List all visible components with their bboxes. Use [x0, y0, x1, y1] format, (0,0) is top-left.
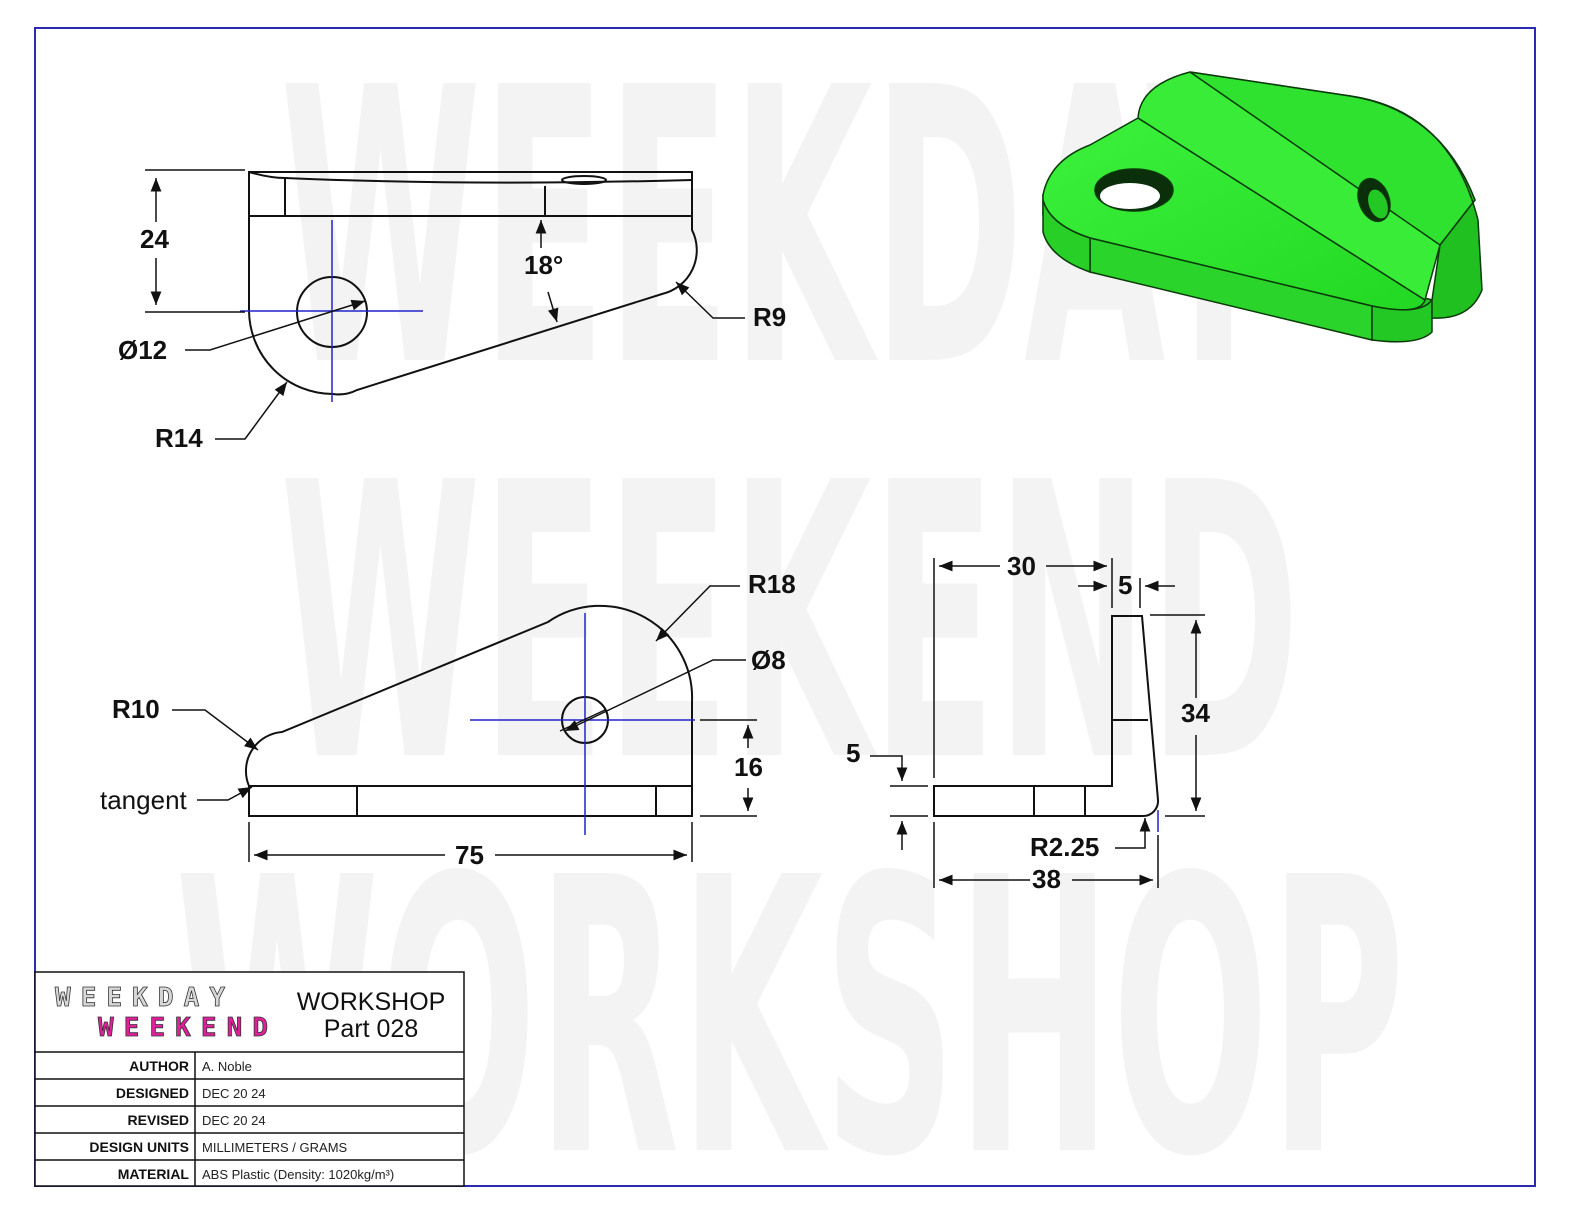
tb-label-design-units: DESIGN UNITS: [89, 1139, 189, 1155]
tb-value-author: A. Noble: [202, 1059, 252, 1074]
top-view-dimensions: [145, 169, 745, 440]
title-line2: Part 028: [324, 1015, 419, 1043]
tb-label-designed: DESIGNED: [116, 1085, 189, 1101]
dim-front-radius-left: R10: [112, 694, 160, 724]
dim-top-height: 24: [140, 224, 169, 254]
dim-front-hole: Ø8: [751, 645, 786, 675]
dim-top-hole: Ø12: [118, 335, 167, 365]
title-line1: WORKSHOP: [297, 988, 446, 1016]
dim-side-height: 34: [1181, 698, 1210, 728]
logo-line2: WEEKEND: [98, 1013, 268, 1043]
dim-side-base-thickness: 5: [846, 738, 860, 768]
logo-line1: WEEKDAY: [55, 983, 225, 1013]
tb-value-design-units: MILLIMETERS / GRAMS: [202, 1140, 348, 1155]
tb-value-material: ABS Plastic (Density: 1020kg/m³): [202, 1167, 394, 1182]
tb-value-designed: DEC 20 24: [202, 1086, 266, 1101]
watermark-line2: WEEKEND: [280, 402, 1300, 845]
dim-top-radius-right: R9: [753, 302, 786, 332]
label-tangent: tangent: [100, 785, 188, 815]
dim-top-angle: 18°: [524, 250, 563, 280]
tb-label-revised: REVISED: [128, 1112, 189, 1128]
dim-front-height: 16: [734, 752, 763, 782]
dim-front-radius-top: R18: [748, 569, 796, 599]
tb-label-author: AUTHOR: [129, 1058, 189, 1074]
dim-side-thickness-top: 5: [1118, 570, 1132, 600]
side-view: [933, 615, 1160, 818]
dim-side-fillet: R2.25: [1030, 832, 1099, 862]
watermark: WEEKDAY WEEKEND WORKSHOP: [175, 7, 1405, 1226]
title-block-logo: WEEKDAY WEEKEND: [55, 983, 269, 1044]
isometric-model: [1042, 71, 1483, 343]
tb-value-revised: DEC 20 24: [202, 1113, 266, 1128]
tb-label-material: MATERIAL: [118, 1166, 190, 1182]
dim-side-width-bottom: 38: [1032, 864, 1061, 894]
dim-front-length: 75: [455, 840, 484, 870]
title-block: [34, 971, 465, 1187]
sheet-border: [34, 27, 1536, 1187]
front-view-dimensions: [172, 585, 757, 862]
dim-top-radius-left: R14: [155, 423, 203, 453]
side-view-dimensions: [870, 558, 1205, 888]
dim-side-width-top: 30: [1007, 551, 1036, 581]
